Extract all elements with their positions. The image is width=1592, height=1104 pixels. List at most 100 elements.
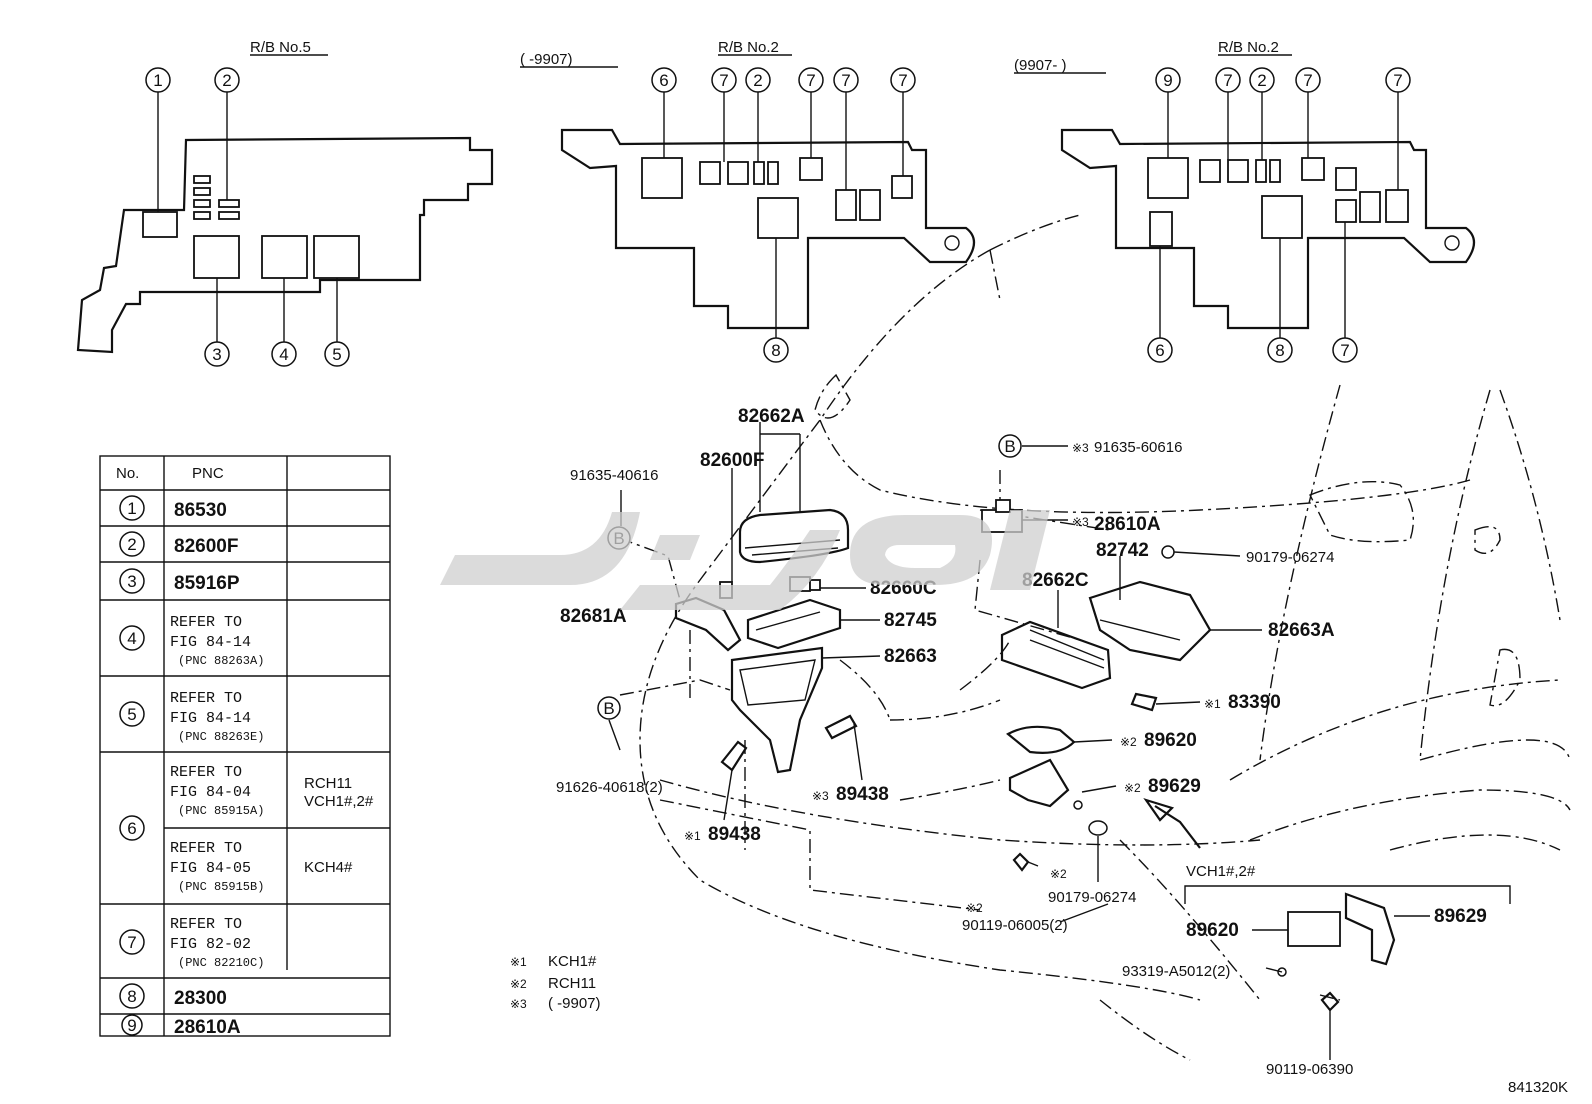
svg-text:1: 1	[127, 499, 136, 518]
svg-text:7: 7	[1223, 71, 1232, 90]
svg-text:VCH1#,2#: VCH1#,2#	[304, 793, 374, 810]
svg-text:※2: ※2	[1050, 867, 1067, 881]
label-82600F: 82600F	[700, 450, 764, 471]
svg-text:6: 6	[1155, 341, 1164, 360]
svg-text:2: 2	[1257, 71, 1266, 90]
svg-text:※3: ※3	[1072, 441, 1089, 455]
svg-text:FIG 84-14: FIG 84-14	[170, 634, 251, 651]
label-91635-40616: 91635-40616	[570, 467, 658, 484]
pnc-2: 82600F	[174, 536, 238, 557]
svg-text:※3: ※3	[1072, 515, 1089, 529]
range-early: ( -9907)	[520, 51, 573, 68]
svg-text:REFER TO: REFER TO	[170, 614, 242, 631]
svg-text:RCH11: RCH11	[304, 775, 352, 792]
svg-text:5: 5	[332, 345, 341, 364]
svg-text:※1: ※1	[510, 955, 527, 969]
header-rb5: R/B No.5	[250, 39, 311, 56]
svg-text:4: 4	[127, 629, 136, 648]
svg-text:REFER TO: REFER TO	[170, 690, 242, 707]
relay-block-5	[76, 136, 494, 354]
table-header-pnc: PNC	[192, 465, 224, 482]
svg-text:2: 2	[127, 535, 136, 554]
figure-code: 841320K	[1508, 1079, 1568, 1096]
svg-text:8: 8	[771, 341, 780, 360]
svg-text:(PNC 88263A): (PNC 88263A)	[178, 654, 264, 668]
svg-text:2: 2	[753, 71, 762, 90]
svg-text:REFER TO: REFER TO	[170, 840, 242, 857]
svg-text:6: 6	[659, 71, 668, 90]
note-kch1: KCH1#	[548, 953, 597, 970]
svg-text:※2: ※2	[1120, 735, 1137, 749]
label-89629-a: 89629	[1148, 776, 1201, 797]
note-rch11: RCH11	[548, 975, 596, 992]
svg-text:1: 1	[153, 71, 162, 90]
label-82663A: 82663A	[1268, 620, 1335, 641]
pnc-9: 28610A	[174, 1017, 241, 1038]
label-82663: 82663	[884, 646, 937, 667]
svg-text:9: 9	[127, 1016, 136, 1035]
label-93319: 93319-A5012(2)	[1122, 963, 1230, 980]
label-89620-b: 89620	[1186, 920, 1239, 941]
svg-text:B: B	[603, 699, 614, 718]
svg-text:FIG 84-14: FIG 84-14	[170, 710, 251, 727]
label-28610A: 28610A	[1094, 514, 1161, 535]
header-rb2-late: R/B No.2	[1218, 39, 1279, 56]
label-91635-60616: 91635-60616	[1094, 439, 1182, 456]
svg-text:※3: ※3	[510, 997, 527, 1011]
svg-text:※2: ※2	[1124, 781, 1141, 795]
svg-text:7: 7	[806, 71, 815, 90]
label-89620-a: 89620	[1144, 730, 1197, 751]
svg-text:2: 2	[222, 71, 231, 90]
svg-text:7: 7	[1303, 71, 1312, 90]
relay-block-2-early	[560, 128, 976, 330]
vehicle-outline	[639, 214, 1571, 1061]
svg-text:7: 7	[719, 71, 728, 90]
watermark-logo	[440, 510, 1050, 610]
part-labels: 82662A 82600F 91635-40616 82681A 82660C …	[510, 406, 1568, 1096]
svg-text:FIG 82-02: FIG 82-02	[170, 936, 251, 953]
svg-text:5: 5	[127, 705, 136, 724]
svg-text:9: 9	[1163, 71, 1172, 90]
svg-text:(PNC 82210C): (PNC 82210C)	[178, 956, 264, 970]
callout-circles: 1 2 3 4 5 6 7 2 7 7 7 8 9 7 2 7 7 6 8 7	[145, 67, 1411, 367]
leader-lines	[608, 422, 1430, 1060]
relay-block-2-late	[1060, 128, 1476, 330]
svg-text:FIG 84-04: FIG 84-04	[170, 784, 251, 801]
label-89629-b: 89629	[1434, 906, 1487, 927]
svg-text:3: 3	[127, 572, 136, 591]
svg-text:※1: ※1	[684, 829, 701, 843]
svg-text:※1: ※1	[1204, 697, 1221, 711]
components	[674, 499, 1511, 1012]
label-91626: 91626-40618(2)	[556, 779, 663, 796]
svg-text:7: 7	[127, 933, 136, 952]
label-90119-a: 90119-06005(2)	[962, 917, 1068, 934]
svg-text:6: 6	[127, 819, 136, 838]
svg-text:(PNC 85915B): (PNC 85915B)	[178, 880, 264, 894]
svg-text:B: B	[1004, 437, 1015, 456]
pnc-1: 86530	[174, 500, 227, 521]
svg-text:8: 8	[127, 987, 136, 1006]
label-82745: 82745	[884, 610, 937, 631]
label-83390: 83390	[1228, 692, 1281, 713]
label-90119-b: 90119-06390	[1266, 1061, 1353, 1078]
header-rb2-early: R/B No.2	[718, 39, 779, 56]
range-late: (9907- )	[1014, 57, 1067, 74]
svg-text:8: 8	[1275, 341, 1284, 360]
svg-text:4: 4	[279, 345, 288, 364]
label-82662A: 82662A	[738, 406, 805, 427]
svg-text:FIG 84-05: FIG 84-05	[170, 860, 251, 877]
note-9907: ( -9907)	[548, 995, 601, 1012]
svg-text:※2: ※2	[966, 901, 983, 915]
svg-text:REFER TO: REFER TO	[170, 916, 242, 933]
svg-text:7: 7	[1393, 71, 1402, 90]
svg-text:※3: ※3	[812, 789, 829, 803]
svg-text:(PNC 85915A): (PNC 85915A)	[178, 804, 264, 818]
pnc-table: No. PNC 1 86530 2 82600F 3 85916P 4 REFE…	[99, 455, 391, 1038]
svg-text:7: 7	[898, 71, 907, 90]
svg-text:7: 7	[1340, 341, 1349, 360]
svg-text:REFER TO: REFER TO	[170, 764, 242, 781]
label-90179-a: 90179-06274	[1246, 549, 1334, 566]
label-82662C: 82662C	[1022, 570, 1089, 591]
